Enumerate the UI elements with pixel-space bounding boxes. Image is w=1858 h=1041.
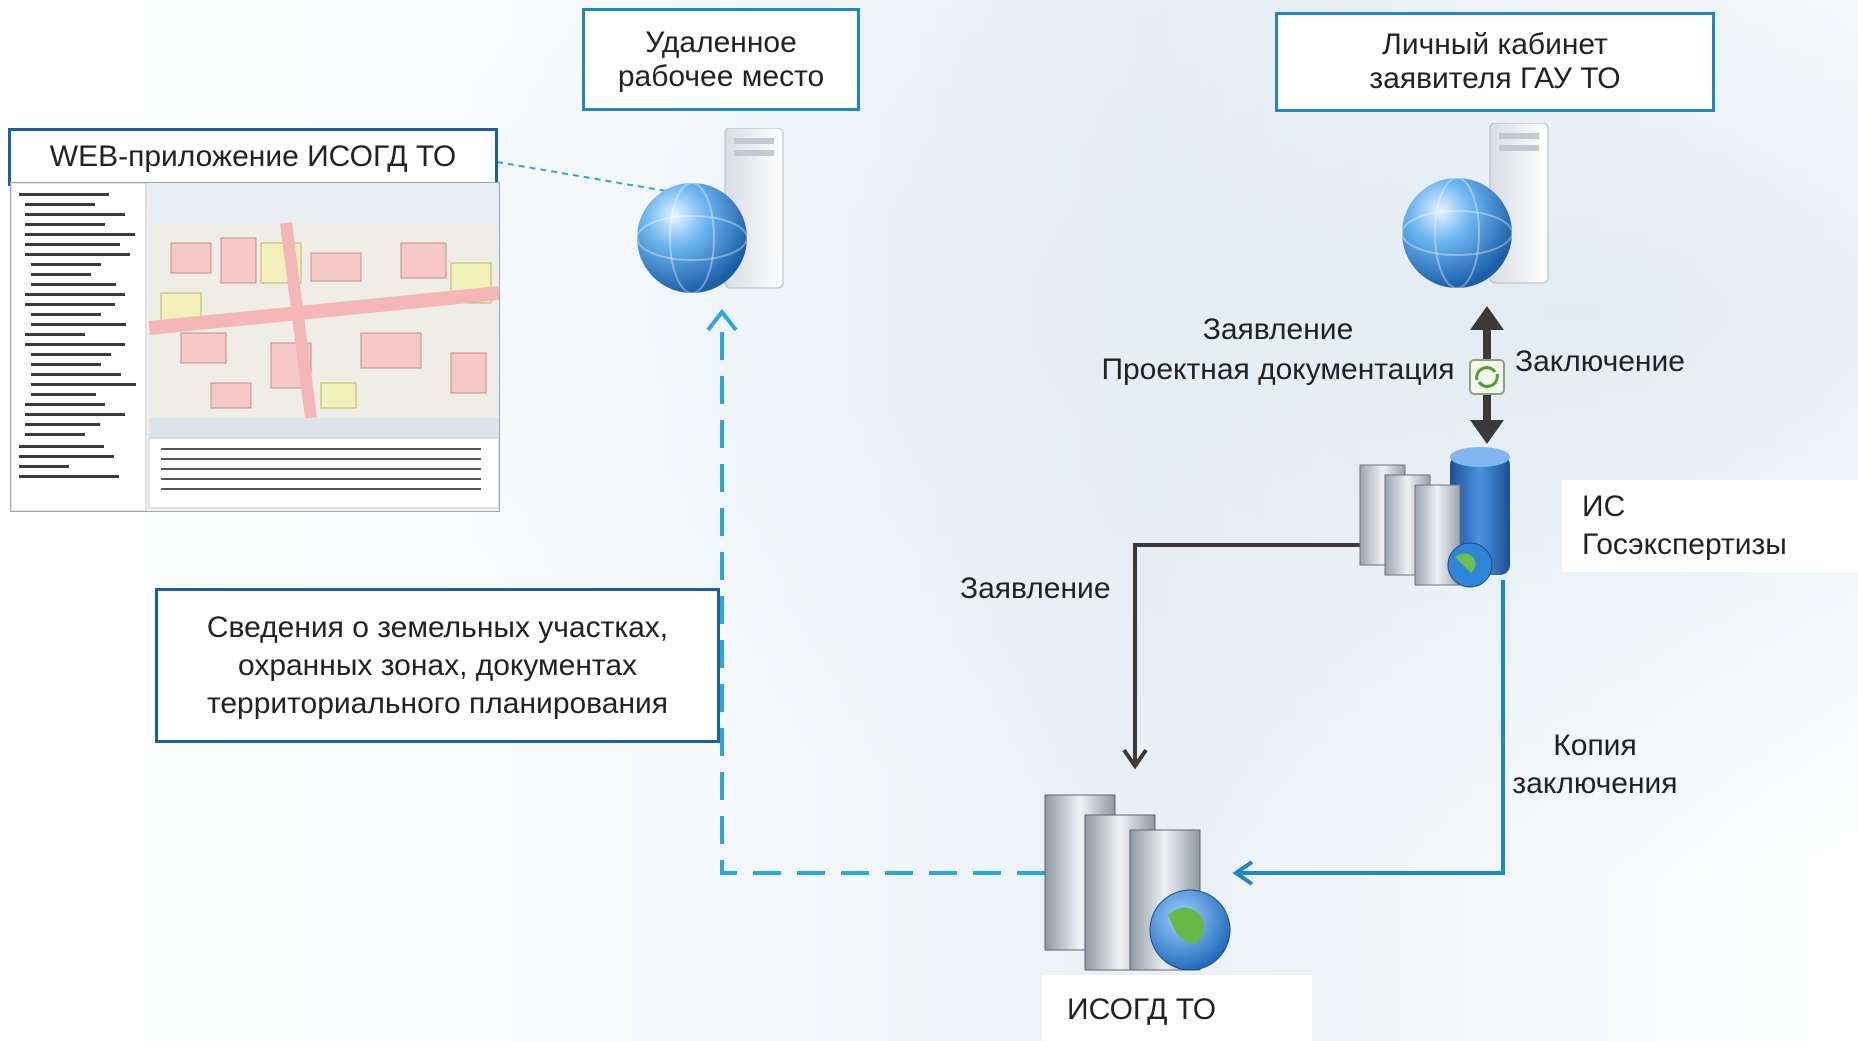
conclusion-label: Заключение	[1515, 345, 1685, 378]
double-arrow-bottom-head	[1470, 420, 1504, 444]
copy-conclusion-label: Копия заключения	[1512, 729, 1678, 800]
remote-workplace-callout: Удаленное рабочее место	[582, 8, 860, 111]
copy-conclusion-arrow	[1238, 580, 1505, 875]
sync-icon	[1469, 359, 1505, 395]
land-info-label: Сведения о земельных участках, охранных …	[206, 610, 669, 720]
is-expertise-tag: ИС Госэкспертизы	[1562, 480, 1858, 572]
application-project-docs-label: Заявление Проектная документация	[1101, 313, 1455, 386]
personal-cabinet-callout: Личный кабинет заявителя ГАУ ТО	[1275, 12, 1715, 112]
remote-workplace-computer-icon	[630, 127, 810, 313]
expertise-to-isogd-arrow	[1133, 543, 1365, 762]
isogd-label: ИСОГД ТО	[1067, 993, 1217, 1026]
isogd-dark-arrowhead	[1122, 748, 1148, 770]
remote-workplace-label: Удаленное рабочее место	[617, 25, 825, 93]
expertise-servers-database-icon	[1355, 445, 1515, 600]
land-info-callout: Сведения о земельных участках, охранных …	[155, 588, 720, 743]
map-thumbnail-image	[11, 183, 499, 511]
web-app-screenshot	[10, 182, 500, 512]
web-app-label: WEB-приложение ИСОГД ТО	[49, 140, 457, 173]
isogd-tag: ИСОГД ТО	[1042, 975, 1312, 1041]
is-expertise-label: ИС Госэкспертизы	[1582, 490, 1787, 561]
isogd-servers-icon	[1040, 775, 1240, 980]
remote-arrowhead	[706, 308, 738, 332]
personal-cabinet-label: Личный кабинет заявителя ГАУ ТО	[1369, 28, 1621, 95]
double-arrow-top-head	[1470, 306, 1504, 330]
copy-arrowhead	[1232, 860, 1254, 886]
personal-cabinet-computer-icon	[1395, 122, 1575, 308]
web-app-leader	[496, 161, 673, 193]
application-label: Заявление	[960, 572, 1111, 605]
web-app-callout: WEB-приложение ИСОГД ТО	[8, 128, 498, 186]
isogd-to-remote-dashed-arrow	[720, 318, 1045, 875]
